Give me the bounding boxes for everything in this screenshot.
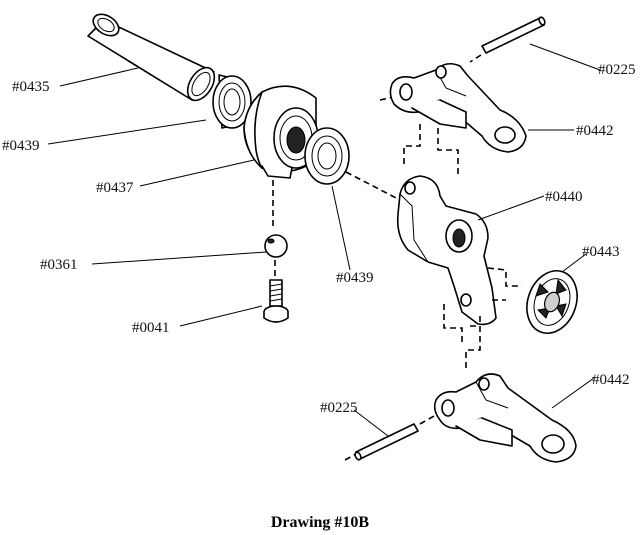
part-0041-screw [263,279,289,323]
part-0442-arm-bottom [433,373,577,463]
label-0437: #0437 [96,180,134,196]
label-0041: #0041 [132,320,170,336]
part-0361-ball [264,180,288,276]
label-0439-bottom: #0439 [336,270,374,286]
label-0439-top: #0439 [2,138,40,154]
label-0442-top: #0442 [576,123,614,139]
part-0439-bearing-top [212,74,252,129]
label-0225-bottom: #0225 [320,400,358,416]
assembly-path-top-arm-to-bracket [403,124,459,178]
assembly-path-bracket-to-retainer [487,267,522,301]
label-0440: #0440 [545,189,583,205]
label-0435: #0435 [12,79,50,95]
label-0443: #0443 [582,244,620,260]
part-0443-retainer [526,270,578,334]
assembly-path-bracket-to-bottom-arm [443,304,481,368]
part-0439-bearing-bottom [304,127,350,185]
part-0435-tube [87,13,216,102]
leader-lines [47,43,601,437]
part-0225-pin-bottom [344,415,435,461]
part-0225-pin-top [469,16,546,63]
drawing-caption: Drawing #10B [271,514,370,531]
label-0361: #0361 [40,257,78,273]
label-0225-top: #0225 [598,62,636,78]
part-0442-arm-top [379,62,527,153]
assembly-path-bearing-to-bracket [345,171,401,201]
label-0442-bottom: #0442 [592,372,630,388]
part-0440-bracket [396,175,497,326]
